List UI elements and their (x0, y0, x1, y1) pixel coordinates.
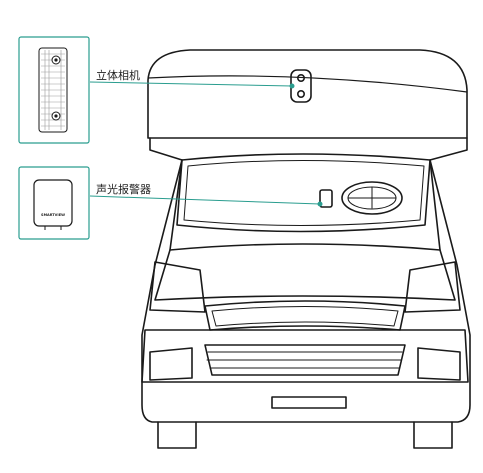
left-headlight (149, 261, 206, 313)
left-fog-light (149, 347, 193, 381)
alarm-device-on-truck (319, 189, 333, 208)
windshield (176, 153, 431, 233)
license-plate (271, 396, 347, 409)
stereo-camera-icon (38, 47, 68, 133)
left-wheel (157, 421, 197, 449)
right-fog-light (417, 347, 461, 381)
right-headlight (404, 261, 461, 313)
bumper (141, 329, 469, 383)
roof-camera-lens-bottom (296, 90, 305, 99)
alarm-device-icon: SMARTVIEW (33, 179, 73, 230)
leader-line-stereo-camera (89, 81, 293, 87)
alarm-device-brand: SMARTVIEW (41, 213, 65, 217)
hood (154, 243, 456, 301)
stereo-camera-callout (18, 36, 90, 144)
steering-wheel (341, 181, 403, 215)
cab-left-pillar (169, 159, 183, 251)
stereo-camera-label: 立体相机 (96, 69, 140, 82)
roof-box (147, 49, 468, 139)
alarm-label: 声光报警器 (96, 183, 151, 196)
leader-dot-stereo-camera (289, 83, 295, 89)
lower-grille (204, 344, 406, 376)
leader-line-alarm (89, 195, 321, 205)
roof-camera-lens-top (296, 74, 305, 83)
leader-dot-alarm (317, 201, 323, 207)
windshield-inner (183, 160, 425, 226)
alarm-callout: SMARTVIEW (18, 166, 90, 240)
right-wheel (413, 421, 453, 449)
lower-grille-slats (206, 351, 403, 369)
cab-body (141, 137, 471, 423)
upper-grille (204, 300, 406, 331)
cab-right-pillar (429, 159, 441, 251)
steering-wheel-spokes (347, 186, 397, 209)
upper-grille-inner (211, 306, 399, 327)
